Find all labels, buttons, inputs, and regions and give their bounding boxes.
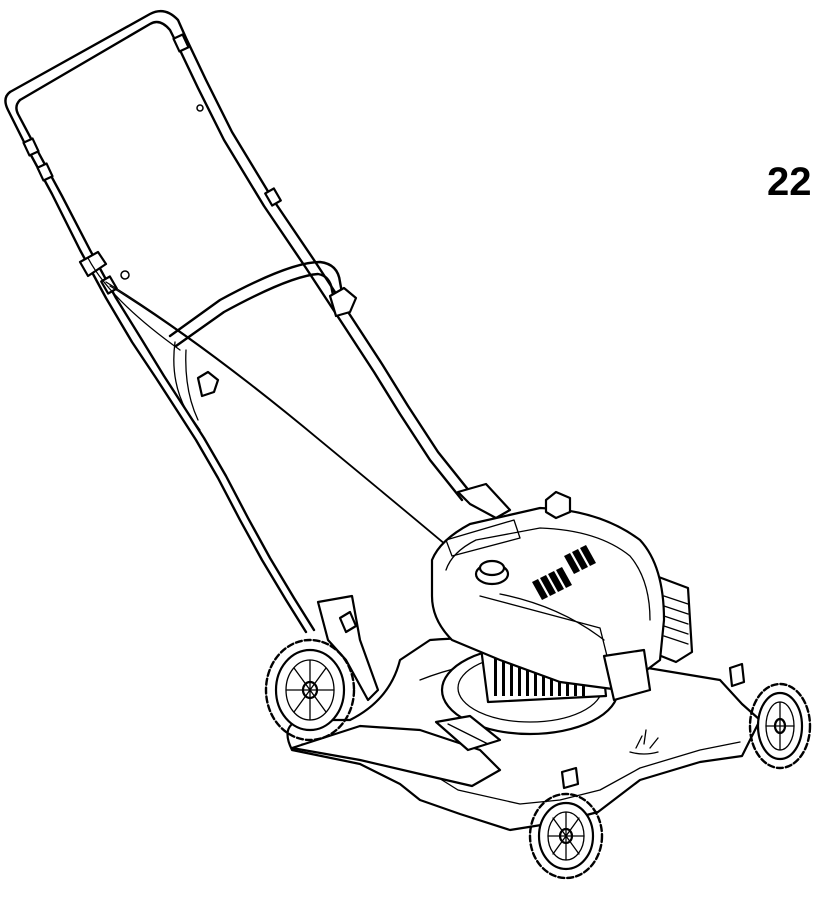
figure-label: 22: [767, 160, 812, 204]
front-right-wheel: [748, 682, 812, 770]
engine: [430, 490, 694, 704]
lower-handle-bracket: [316, 482, 512, 702]
upper-handle: [4, 9, 472, 634]
bail-bar: [78, 250, 358, 431]
front-left-wheel: [528, 792, 604, 880]
control-cable: [87, 257, 455, 553]
rear-left-wheel: [264, 638, 356, 742]
